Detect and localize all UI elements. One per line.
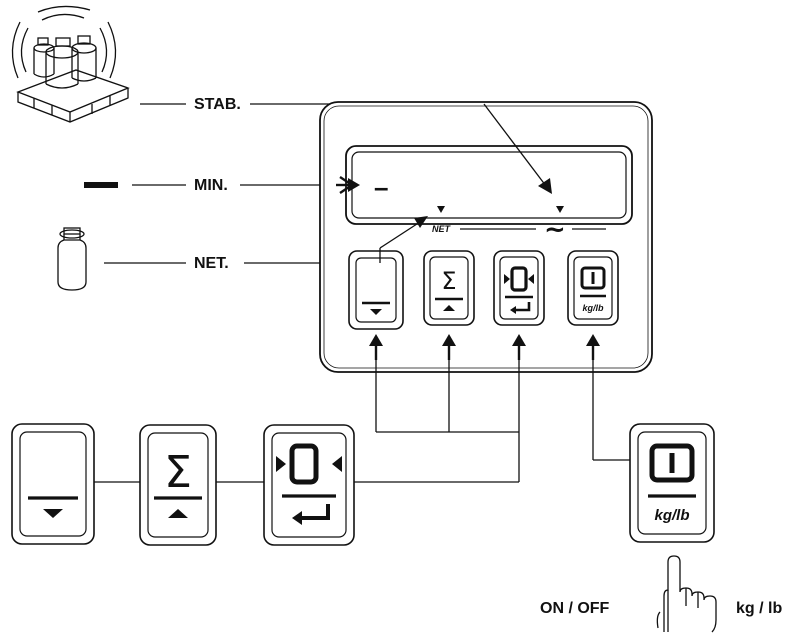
net-marker-icon bbox=[437, 206, 445, 213]
zero-left-arrow-icon bbox=[276, 456, 286, 472]
sigma-icon: Σ bbox=[164, 447, 192, 498]
min-label: MIN. bbox=[194, 177, 228, 194]
tare-key-large[interactable] bbox=[11, 423, 95, 545]
tare-key-small[interactable] bbox=[348, 250, 404, 330]
kg-lb-label: kg / lb bbox=[736, 600, 782, 617]
enter-icon bbox=[300, 504, 330, 520]
arrow-icon bbox=[369, 334, 383, 346]
enter-icon bbox=[514, 302, 531, 312]
down-triangle-icon bbox=[43, 509, 63, 518]
stab-label: STAB. bbox=[194, 96, 241, 113]
zero-right-arrow-icon bbox=[332, 456, 342, 472]
up-triangle-icon bbox=[443, 305, 455, 311]
stable-symbol: ~ bbox=[544, 215, 566, 245]
indicator-panel: – NET ~ Σ bbox=[319, 101, 653, 373]
net-label: NET. bbox=[194, 255, 229, 272]
stable-marker-icon bbox=[556, 206, 564, 213]
unit-caption-small: kg/lb bbox=[582, 303, 604, 313]
lcd-display: – bbox=[345, 145, 633, 225]
sigma-icon: Σ bbox=[441, 267, 456, 295]
on-off-label: ON / OFF bbox=[540, 600, 610, 617]
arrow-icon bbox=[442, 334, 456, 346]
zero-icon bbox=[510, 266, 528, 292]
pointing-hand-icon bbox=[656, 555, 717, 633]
zero-left-arrow-icon bbox=[504, 274, 510, 284]
vibrating-weights-on-pallet-icon bbox=[11, 5, 130, 123]
zero-icon bbox=[289, 443, 319, 485]
arrow-icon bbox=[512, 334, 526, 346]
key-arrows bbox=[369, 334, 600, 360]
down-triangle-icon bbox=[370, 309, 382, 315]
power-icon bbox=[649, 443, 695, 483]
min-label-group: MIN. bbox=[84, 177, 336, 194]
arrow-icon bbox=[586, 334, 600, 346]
minus-sign-indicator: – bbox=[374, 172, 388, 202]
connector-lines bbox=[92, 360, 632, 483]
power-icon bbox=[580, 266, 606, 290]
unit-caption-large: kg/lb bbox=[654, 507, 689, 524]
sum-key-large[interactable]: Σ bbox=[139, 424, 217, 546]
weight-icon bbox=[57, 227, 87, 291]
up-triangle-icon bbox=[168, 509, 188, 518]
power-unit-key-small[interactable]: kg/lb bbox=[567, 250, 619, 326]
zero-right-arrow-icon bbox=[528, 274, 534, 284]
sum-key-small[interactable]: Σ bbox=[423, 250, 475, 326]
display-pointer-arrows bbox=[336, 103, 552, 263]
min-dash-icon bbox=[84, 182, 118, 188]
zero-key-large[interactable] bbox=[263, 424, 355, 546]
zero-key-small[interactable] bbox=[493, 250, 545, 326]
net-tag: NET bbox=[432, 224, 452, 234]
power-unit-key-large[interactable]: kg/lb bbox=[629, 423, 715, 543]
